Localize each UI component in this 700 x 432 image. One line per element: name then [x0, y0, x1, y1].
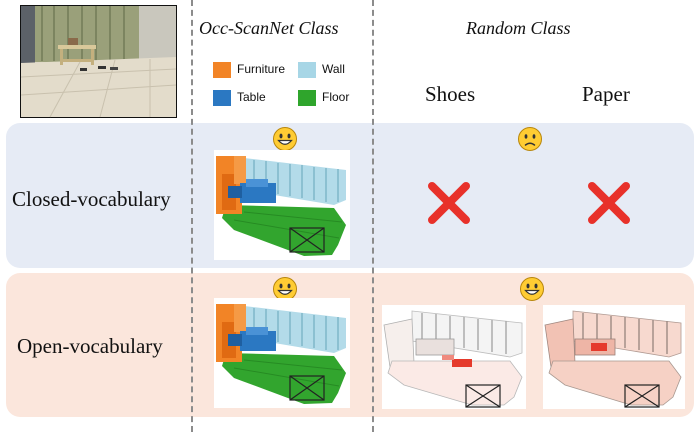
closed-vocabulary-occupancy-scene [214, 150, 350, 260]
legend-label: Wall [322, 62, 345, 77]
legend-swatch-table [213, 90, 231, 106]
random-class-shoes: Shoes [425, 82, 476, 106]
legend-wall: Wall [298, 62, 345, 78]
column-separator [191, 0, 193, 432]
legend-floor: Floor [298, 90, 349, 106]
paper-relevance-heatmap [543, 305, 685, 409]
shoes-relevance-heatmap [382, 305, 526, 409]
legend-swatch-wall [298, 62, 316, 78]
legend-label: Floor [322, 90, 350, 105]
legend-swatch-floor [298, 90, 316, 106]
cross-icon [588, 182, 630, 224]
happy-face-icon [520, 277, 544, 301]
random-class-header: Random Class [466, 18, 571, 38]
legend-label: Table [237, 90, 266, 105]
legend-label: Furniture [237, 62, 286, 77]
open-vocabulary-occupancy-scene [214, 298, 350, 408]
happy-face-icon [273, 127, 297, 151]
occ-scannet-class-header: Occ-ScanNet Class [199, 18, 339, 38]
legend-table: Table [213, 90, 266, 106]
sad-face-icon [518, 127, 542, 151]
column-separator [372, 0, 374, 432]
closed-vocabulary-label: Closed-vocabulary [12, 187, 171, 211]
open-vocabulary-label: Open-vocabulary [17, 334, 163, 358]
happy-face-icon [273, 277, 297, 301]
cross-icon [428, 182, 470, 224]
random-class-paper: Paper [582, 82, 630, 106]
legend-swatch-furniture [213, 62, 231, 78]
closed-vocabulary-row-background [6, 123, 694, 268]
legend-furniture: Furniture [213, 62, 285, 78]
input-room-photo [20, 5, 177, 118]
